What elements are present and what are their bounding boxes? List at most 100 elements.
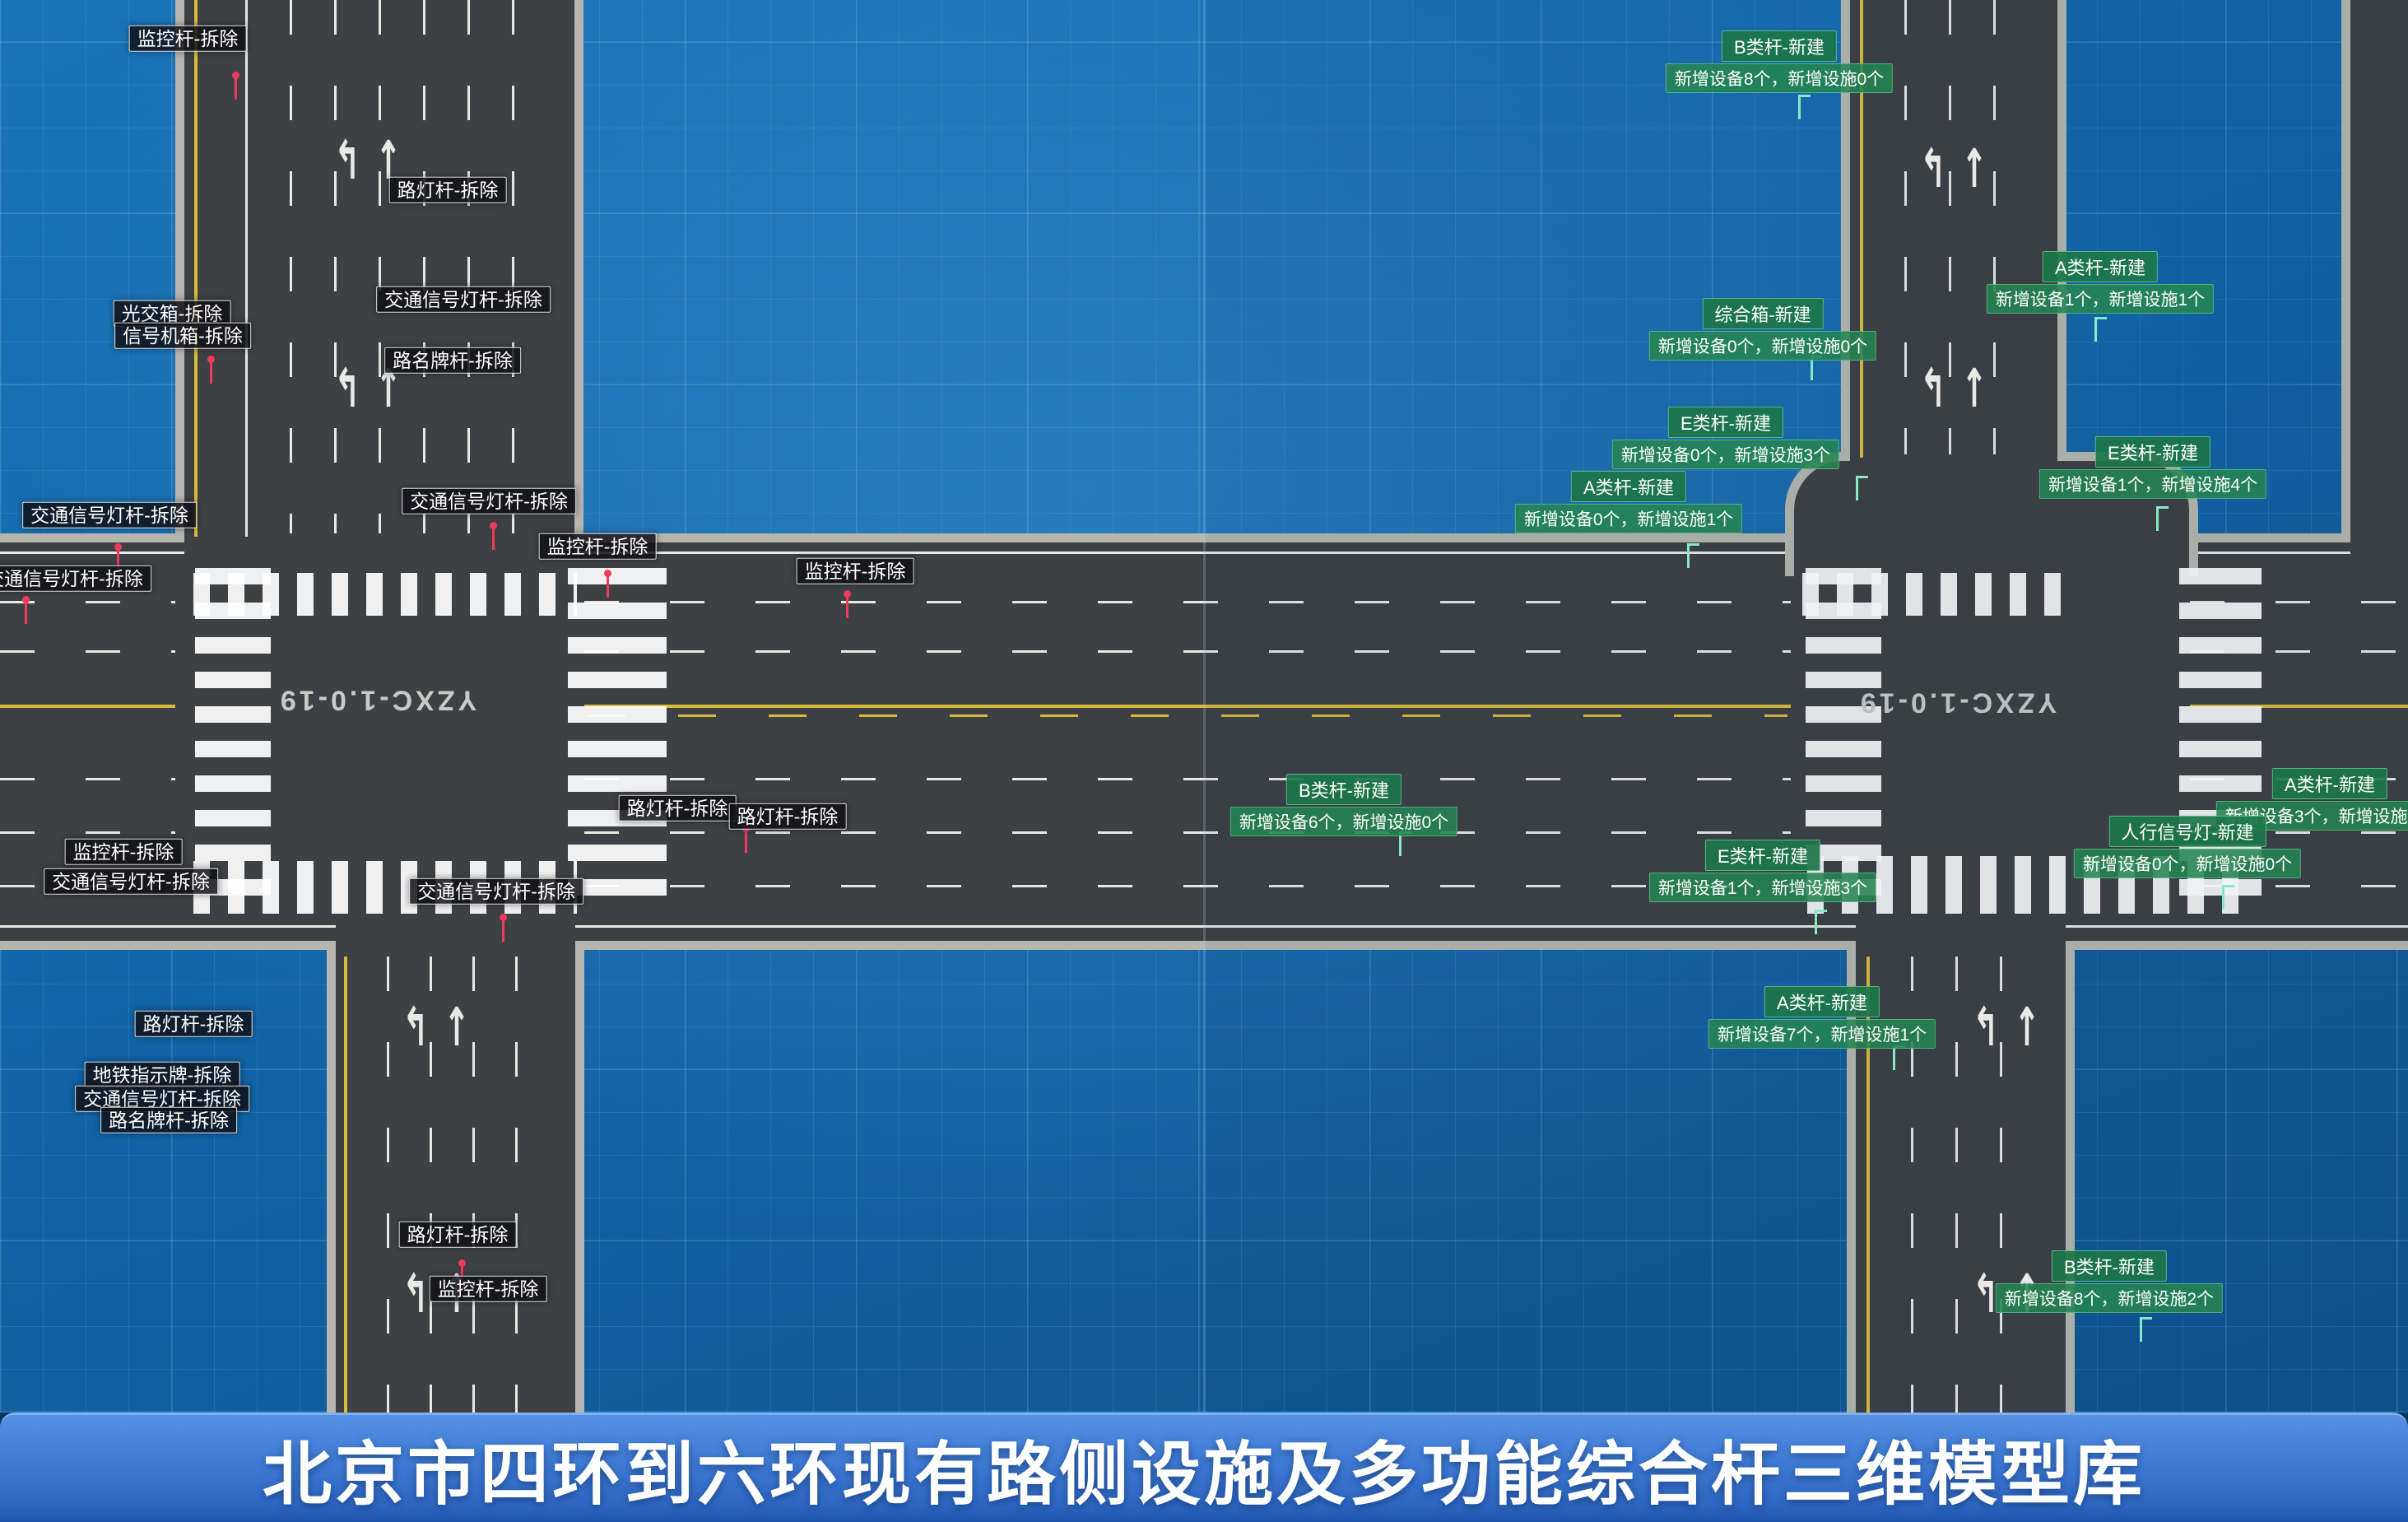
demolition-pole-marker[interactable]	[232, 72, 239, 100]
lane-arrow-marking: ↰↑	[1973, 997, 2040, 1059]
new-pole-label[interactable]: B类杆-新建新增设备8个，新增设施0个	[1665, 30, 1894, 93]
lane-line	[515, 956, 518, 1413]
pavement-code-left: YZXC-1.0-19	[277, 684, 477, 716]
new-pole-marker[interactable]	[1687, 543, 1699, 568]
crosswalk-west-left	[195, 568, 271, 914]
demolition-label[interactable]: 监控杆-拆除	[64, 838, 183, 866]
lane-arrow-glyph: ↑	[444, 996, 470, 1059]
demolition-label[interactable]: 交通信号灯杆-拆除	[376, 286, 551, 314]
lane-line	[387, 956, 389, 1413]
demolition-label[interactable]: 路名牌杆-拆除	[100, 1106, 237, 1134]
lane-line	[584, 778, 1791, 780]
demolition-label[interactable]: 交通信号灯杆-拆除	[402, 487, 576, 515]
new-pole-label[interactable]: E类杆-新建新增设备0个，新增设施3个	[1611, 407, 1840, 469]
demolition-label[interactable]: 交通信号灯杆-拆除	[44, 868, 218, 896]
new-pole-label[interactable]: E类杆-新建新增设备1个，新增设施4个	[2038, 436, 2267, 499]
new-pole-marker[interactable]	[2140, 1317, 2152, 1342]
lane-line	[2190, 831, 2408, 834]
demolition-pole-marker[interactable]	[114, 543, 122, 571]
new-pole-marker[interactable]	[1893, 1045, 1905, 1070]
new-pole-label[interactable]: 综合箱-新建新增设备0个，新增设施0个	[1648, 298, 1877, 361]
curb-horizontal-north	[0, 533, 2408, 542]
demolition-label[interactable]: 监控杆-拆除	[128, 25, 247, 53]
demolition-label[interactable]: 监控杆-拆除	[429, 1275, 547, 1303]
demolition-label[interactable]: 监控杆-拆除	[538, 533, 657, 561]
new-pole-label[interactable]: A类杆-新建新增设备7个，新增设施1个	[1708, 986, 1936, 1049]
curb-vertical	[574, 0, 583, 533]
new-pole-label-title: B类杆-新建	[1721, 30, 1838, 62]
center-line-yellow	[344, 956, 347, 1413]
new-pole-label[interactable]: A类杆-新建新增设备1个，新增设施1个	[1986, 251, 2215, 314]
lane-arrow-glyph: ↑	[1961, 357, 1987, 420]
demolition-label[interactable]: 交通信号灯杆-拆除	[0, 565, 151, 593]
lane-arrow-glyph: ↰	[334, 129, 360, 192]
curb-vertical	[575, 950, 584, 1413]
new-pole-label[interactable]: E类杆-新建新增设备1个，新增设施3个	[1648, 840, 1877, 902]
demolition-pole-marker[interactable]	[22, 596, 30, 624]
demolition-pole-marker[interactable]	[742, 825, 750, 853]
lane-line	[334, 0, 337, 533]
demolition-pole-marker[interactable]	[604, 570, 611, 598]
demolition-pole-marker[interactable]	[844, 590, 851, 618]
lane-line	[584, 650, 1791, 653]
curb-vertical	[2066, 950, 2075, 1413]
lane-line	[0, 601, 175, 603]
center-line-yellow	[0, 705, 175, 708]
lane-arrow-marking: ↰↑	[334, 130, 402, 192]
new-pole-label[interactable]: A类杆-新建新增设备0个，新增设施1个	[1514, 471, 1743, 533]
new-pole-label-title: B类杆-新建	[1285, 774, 1402, 805]
demolition-label[interactable]: 路名牌杆-拆除	[384, 347, 521, 375]
lane-arrow-glyph: ↰	[1973, 1263, 1999, 1325]
lane-arrow-marking: ↰↑	[1920, 138, 1987, 200]
lane-line	[472, 956, 475, 1413]
new-pole-label-title: A类杆-新建	[2042, 251, 2159, 282]
new-pole-label[interactable]: B类杆-新建新增设备6个，新增设施0个	[1230, 774, 1458, 836]
new-pole-marker[interactable]	[2156, 506, 2169, 531]
caption-banner: 北京市四环到六环现有路侧设施及多功能综合杆三维模型库	[0, 1413, 2408, 1522]
demolition-label[interactable]: 地铁指示牌-拆除	[84, 1061, 240, 1089]
lane-arrow-marking: ↰↑	[1920, 358, 1987, 420]
lane-line	[2000, 956, 2002, 1413]
lane-line	[379, 0, 381, 533]
new-pole-label-title: 人行信号灯-新建	[2108, 816, 2266, 847]
new-pole-label[interactable]: 人行信号灯-新建新增设备0个，新增设施0个	[2073, 816, 2302, 878]
new-pole-marker[interactable]	[2094, 317, 2107, 342]
demolition-label[interactable]: 信号机箱-拆除	[114, 322, 251, 350]
lane-line	[2190, 885, 2408, 887]
demolition-label[interactable]: 路灯杆-拆除	[728, 803, 847, 831]
demolition-pole-marker[interactable]	[500, 914, 507, 942]
curb-vertical	[1841, 0, 1850, 452]
demolition-label[interactable]: 路灯杆-拆除	[388, 176, 507, 204]
lane-line	[423, 0, 425, 533]
blueprint-3d-canvas[interactable]: YZXC-1.0-19 YZXC-1.0-19 ↰↑↰↑↰↑↰↑↰↑↰↑↰↑↰↑…	[0, 0, 2408, 1413]
lane-line	[1904, 0, 1907, 454]
demolition-label[interactable]: 交通信号灯杆-拆除	[22, 501, 197, 529]
lane-line	[584, 885, 1791, 887]
demolition-label[interactable]: 交通信号灯杆-拆除	[409, 877, 583, 905]
new-pole-label-title: A类杆-新建	[1570, 471, 1687, 502]
new-pole-label[interactable]: B类杆-新建新增设备8个，新增设施2个	[1995, 1250, 2224, 1313]
center-line-yellow	[584, 705, 1791, 708]
lane-arrow-marking: ↰↑	[402, 997, 470, 1059]
demolition-label[interactable]: 路灯杆-拆除	[134, 1010, 253, 1038]
new-pole-marker[interactable]	[1815, 910, 1827, 934]
demolition-label[interactable]: 监控杆-拆除	[796, 557, 914, 585]
edge-line-south	[0, 925, 2408, 928]
lane-line	[584, 601, 1791, 603]
lane-line-solid	[245, 0, 248, 537]
demolition-pole-marker[interactable]	[490, 522, 497, 550]
demolition-pole-marker[interactable]	[207, 356, 215, 384]
lane-arrow-glyph: ↰	[1920, 357, 1946, 420]
curb-vertical	[2341, 0, 2350, 533]
center-line-yellow	[1866, 956, 1870, 1413]
demolition-label[interactable]: 路灯杆-拆除	[618, 794, 737, 822]
new-pole-label-detail: 新增设备1个，新增设施3个	[1648, 873, 1877, 902]
new-pole-marker[interactable]	[2222, 885, 2234, 910]
new-pole-label-detail: 新增设备0个，新增设施3个	[1611, 440, 1840, 469]
center-line-yellow-dashed	[588, 714, 1787, 717]
new-pole-marker[interactable]	[1798, 95, 1811, 119]
new-pole-marker[interactable]	[1856, 476, 1868, 500]
demolition-label[interactable]: 路灯杆-拆除	[398, 1221, 517, 1249]
